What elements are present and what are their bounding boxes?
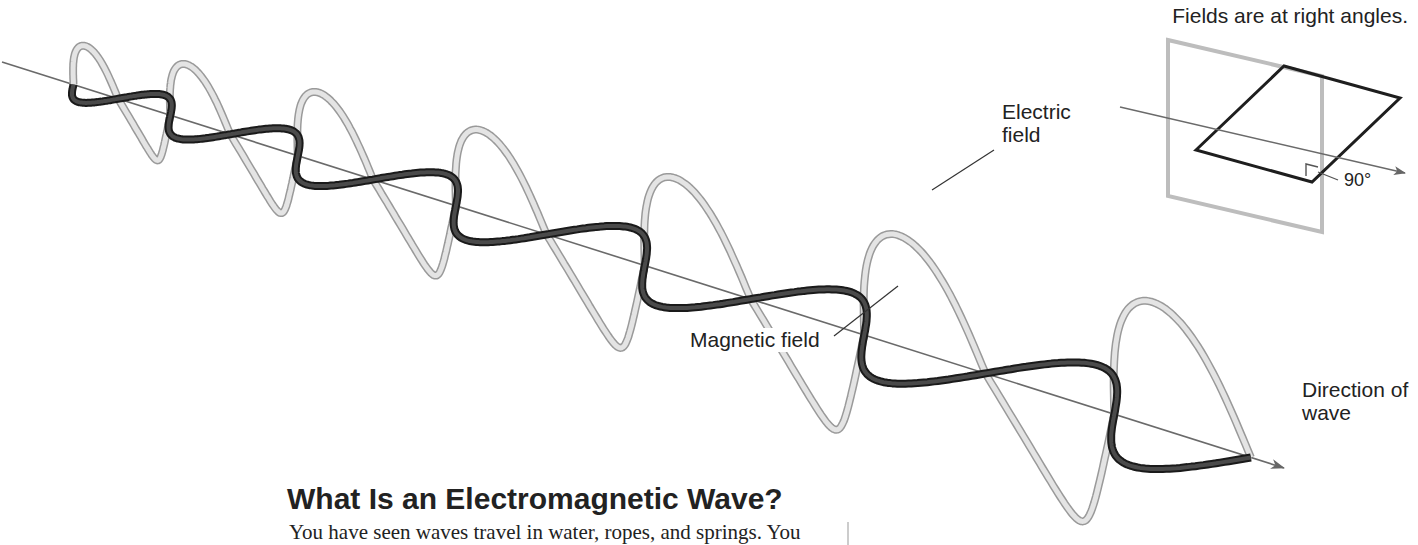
leader-line xyxy=(834,286,898,336)
leader-line xyxy=(932,150,994,190)
label-box: Fields are at right angles. xyxy=(1170,4,1410,28)
field-label: Magnetic field xyxy=(688,328,822,352)
field-ribbons xyxy=(72,46,1251,522)
label-box: You have seen waves travel in water, rop… xyxy=(287,521,802,543)
electric-field-ribbon xyxy=(73,46,1251,522)
wave-axis xyxy=(2,62,1284,468)
field-label: Electric field xyxy=(1000,100,1096,146)
leader-line xyxy=(1318,172,1338,180)
inset-axis xyxy=(1120,107,1405,173)
label-box: What Is an Electromagnetic Wave? xyxy=(285,482,785,516)
magnetic-field-ribbon-edge xyxy=(72,85,1251,469)
body-text: You have seen waves travel in water, rop… xyxy=(287,521,802,543)
angle-label: 90° xyxy=(1342,170,1373,191)
label-box: Magnetic field xyxy=(688,328,822,352)
label-box: 90° xyxy=(1342,170,1373,191)
electric-field-ribbon-edge xyxy=(73,46,1251,522)
inset-caption: Fields are at right angles. xyxy=(1170,4,1410,28)
label-box: Electric field xyxy=(1000,100,1096,146)
right-angle-mark xyxy=(1306,164,1318,176)
heading: What Is an Electromagnetic Wave? xyxy=(285,482,785,516)
column-rule xyxy=(848,522,849,545)
magnetic-field-ribbon xyxy=(72,85,1251,469)
direction-label: Direction of wave xyxy=(1300,378,1412,424)
label-box: Direction of wave xyxy=(1300,378,1412,424)
